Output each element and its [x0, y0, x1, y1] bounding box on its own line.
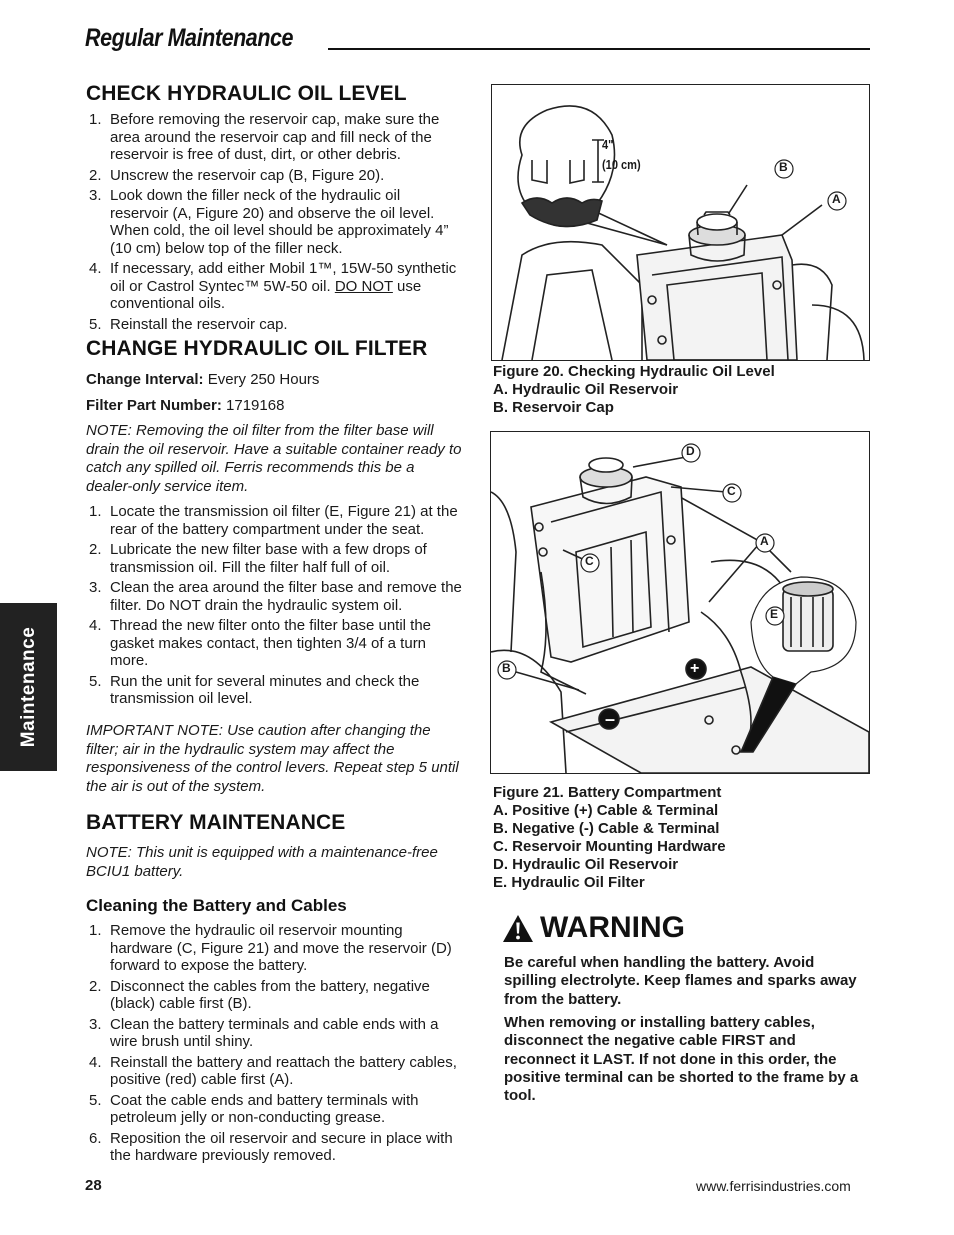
page-number: 28: [85, 1177, 102, 1194]
change-filter-steps: 1.Locate the transmission oil filter (E,…: [86, 503, 462, 708]
page-title: Regular Maintenance: [85, 24, 294, 52]
plus-terminal-icon: +: [690, 660, 700, 677]
title-rule: [328, 48, 870, 50]
list-item: 3.Clean the battery terminals and cable …: [89, 1015, 439, 1051]
warning-title: WARNING: [540, 911, 685, 944]
caption-item: A. Hydraulic Oil Reservoir: [493, 381, 679, 398]
figure-21-caption: Figure 21. Battery Compartment A. Positi…: [493, 784, 726, 892]
caption-item: A. Positive (+) Cable & Terminal: [493, 802, 719, 819]
callout-e: E: [770, 607, 779, 621]
warning-text-2: When removing or installing battery cabl…: [504, 1014, 859, 1105]
list-item: 1.Before removing the reservoir cap, mak…: [89, 111, 440, 163]
callout-a: A: [832, 192, 841, 206]
list-item: 2.Disconnect the cables from the battery…: [89, 977, 430, 1013]
check-oil-heading: CHECK HYDRAULIC OIL LEVEL: [86, 82, 407, 105]
important-note: IMPORTANT NOTE: Use caution after changi…: [86, 722, 459, 796]
list-item: 1.Remove the hydraulic oil reservoir mou…: [89, 922, 452, 974]
list-item: 5.Reinstall the reservoir cap.: [89, 315, 288, 333]
callout-b: B: [502, 661, 511, 675]
reservoir-drawing: [501, 105, 865, 360]
measure-cm-label: (10 cm): [602, 157, 641, 172]
figure-20-caption: Figure 20. Checking Hydraulic Oil Level …: [493, 363, 775, 417]
battery-heading: BATTERY MAINTENANCE: [86, 811, 346, 834]
section-side-tab: Maintenance: [0, 603, 57, 771]
list-item: 4.Thread the new filter onto the filter …: [89, 617, 432, 669]
list-item: 3.Clean the area around the filter base …: [89, 579, 462, 614]
caption-item: B. Reservoir Cap: [493, 399, 614, 416]
battery-note: NOTE: This unit is equipped with a maint…: [86, 844, 438, 880]
callout-a: A: [760, 534, 769, 548]
list-item: 3.Look down the filler neck of the hydra…: [89, 187, 449, 257]
check-oil-steps: 1.Before removing the reservoir cap, mak…: [86, 111, 462, 336]
minus-terminal-icon: –: [605, 709, 616, 729]
list-item: 4.Reinstall the battery and reattach the…: [89, 1053, 457, 1089]
filter-part-number: Filter Part Number: 1719168: [86, 397, 285, 414]
warning-text-1: Be careful when handling the battery. Av…: [504, 954, 857, 1008]
warning-heading: WARNING: [502, 911, 685, 945]
caption-item: C. Reservoir Mounting Hardware: [493, 838, 726, 855]
caption-item: E. Hydraulic Oil Filter: [493, 874, 645, 891]
warning-triangle-icon: [503, 914, 533, 942]
list-item: 6.Reposition the oil reservoir and secur…: [89, 1129, 453, 1165]
list-item: 1.Locate the transmission oil filter (E,…: [89, 503, 458, 538]
figure-21-illustration: D C A C E B + –: [490, 431, 870, 774]
side-tab-label: Maintenance: [17, 626, 39, 748]
callout-b: B: [779, 160, 788, 174]
cleaning-subheading: Cleaning the Battery and Cables: [86, 896, 347, 915]
figure-20-illustration: B A 4" (10 cm): [491, 84, 870, 361]
list-item: 4.If necessary, add either Mobil 1™, 15W…: [89, 260, 457, 312]
callout-c: C: [727, 484, 736, 498]
list-item: 2.Lubricate the new filter base with a f…: [89, 541, 427, 576]
caption-title: Figure 20. Checking Hydraulic Oil Level: [493, 363, 775, 380]
list-item: 5.Run the unit for several minutes and c…: [89, 672, 420, 708]
footer-url: www.ferrisindustries.com: [696, 1178, 851, 1194]
battery-compartment-drawing: [491, 443, 869, 773]
callout-c: C: [585, 554, 594, 568]
list-item: 2.Unscrew the reservoir cap (B, Figure 2…: [89, 166, 385, 184]
measure-inch-label: 4": [602, 137, 614, 152]
change-filter-heading: CHANGE HYDRAULIC OIL FILTER: [86, 337, 428, 360]
callout-d: D: [686, 444, 695, 458]
caption-title: Figure 21. Battery Compartment: [493, 784, 722, 801]
filter-note: NOTE: Removing the oil filter from the f…: [86, 422, 462, 496]
caption-item: D. Hydraulic Oil Reservoir: [493, 856, 679, 873]
caption-item: B. Negative (-) Cable & Terminal: [493, 820, 720, 837]
list-item: 5.Coat the cable ends and battery termin…: [89, 1091, 419, 1127]
battery-steps: 1.Remove the hydraulic oil reservoir mou…: [86, 922, 462, 1168]
change-interval: Change Interval: Every 250 Hours: [86, 371, 320, 388]
